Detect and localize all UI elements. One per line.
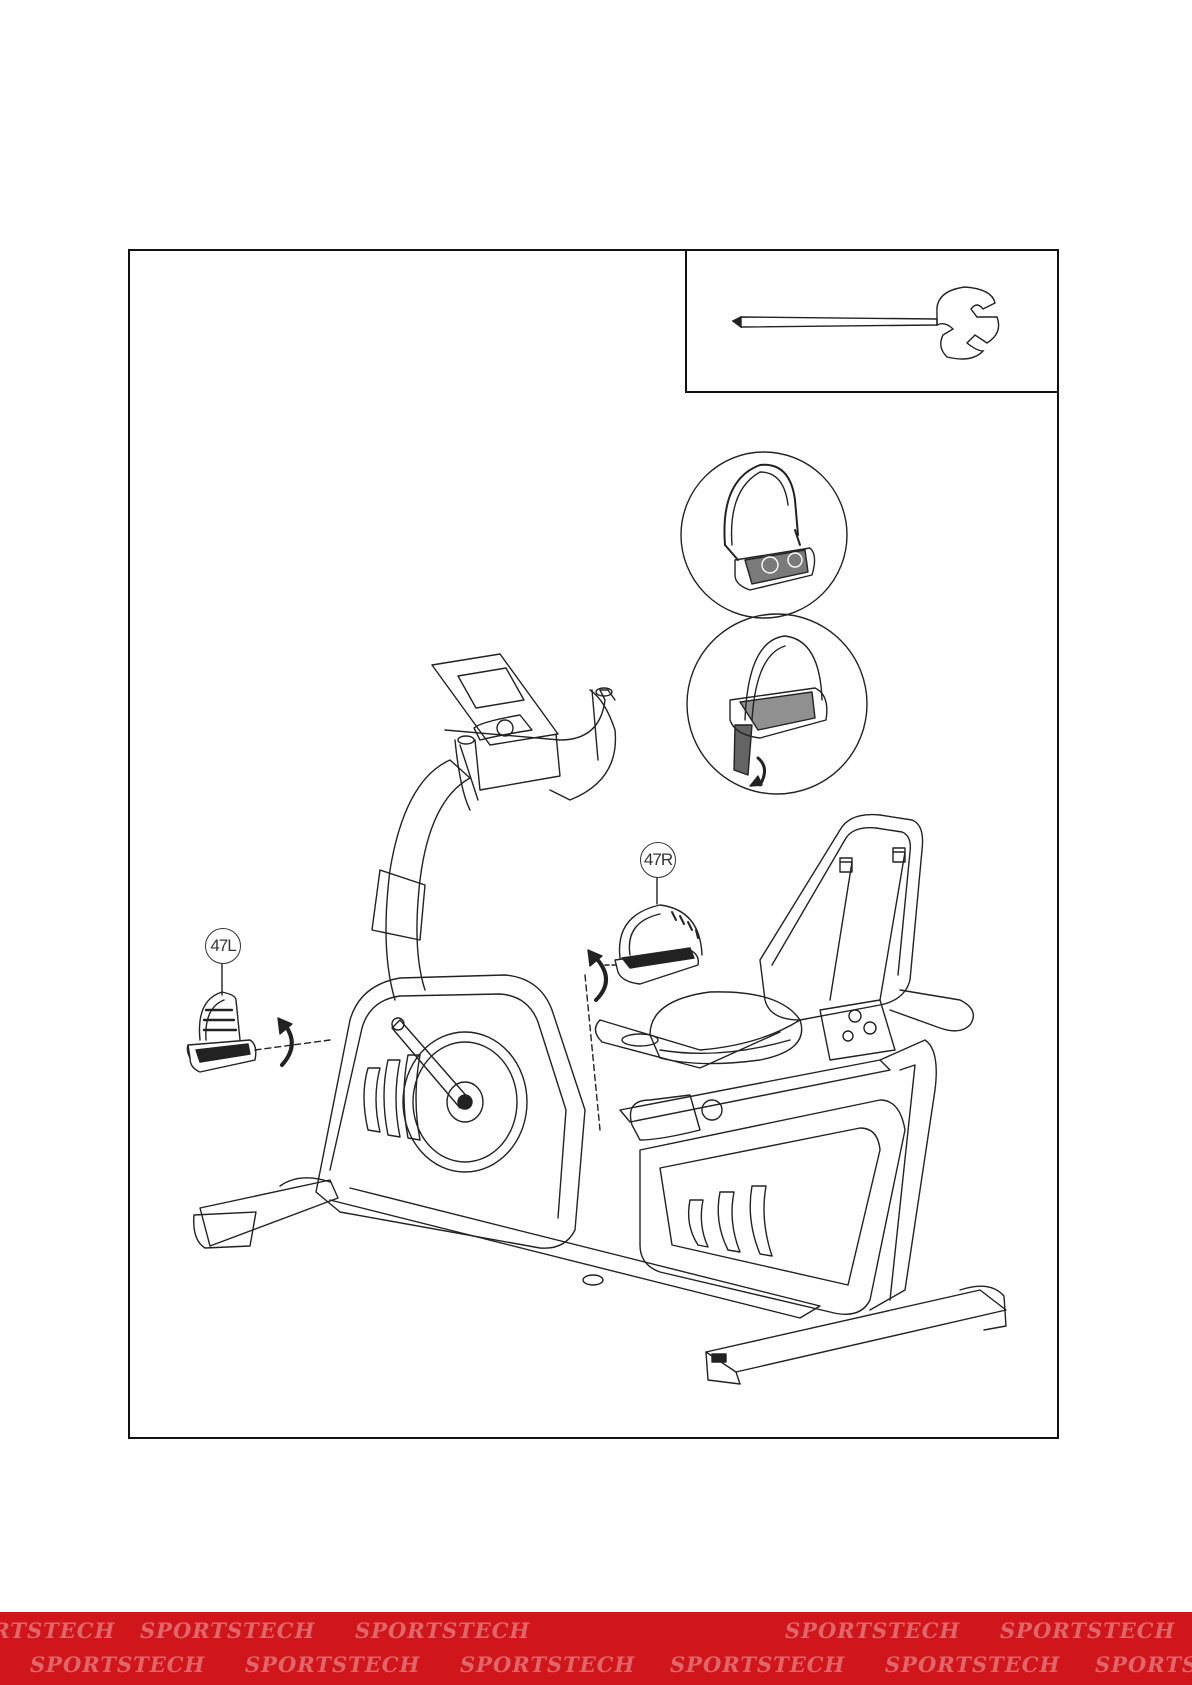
footer-brand-text: SPORTSTECH [1095,1652,1192,1677]
footer-brand-text: SPORTSTECH [140,1618,315,1643]
rear-stabilizer [706,1286,1006,1384]
part-label-47l: 47L [205,928,241,964]
footer-brand-text: SPORTSTECH [670,1652,845,1677]
tool-inset [685,249,1059,393]
footer-brand-text: SPORTSTECH [0,1618,115,1643]
part-label-47r: 47R [640,842,676,878]
strap-detail-bottom [687,614,867,794]
pedal-wrench-icon [687,251,1061,395]
right-pedal-47r [585,878,702,1130]
footer-brand-text: SPORTSTECH [355,1618,530,1643]
footer-brand-text: SPORTSTECH [460,1652,635,1677]
footer-brand-text: SPORTSTECH [1000,1618,1175,1643]
footer-brand-text: SPORTSTECH [245,1652,420,1677]
footer-brand-text: SPORTSTECH [30,1652,205,1677]
footer-brand-text: SPORTSTECH [885,1652,1060,1677]
left-pedal-47l [187,963,330,1072]
main-beam [330,1188,820,1318]
strap-detail-top [681,452,847,618]
footer-brand-text: SPORTSTECH [785,1618,960,1643]
console-post [372,688,615,1000]
console-display [432,654,560,790]
brand-footer: SPORTSTECH SPORTSTECH SPORTSTECH SPORTST… [0,1612,1192,1685]
seat-assembly [595,815,973,1315]
